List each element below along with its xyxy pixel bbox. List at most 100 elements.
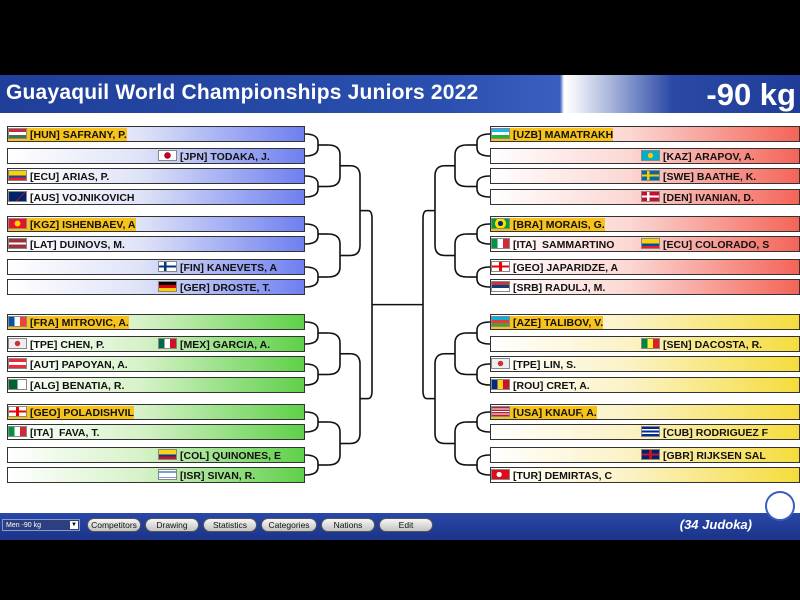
- competitor-name[interactable]: [KAZ]ARAPOV, A.: [641, 150, 754, 163]
- bracket-slot[interactable]: [BRA]MORAIS, G.: [490, 216, 800, 232]
- bracket-slot[interactable]: [SEN]DACOSTA, R.: [490, 336, 800, 352]
- athlete-name: ARIAS, P.: [62, 171, 110, 183]
- athlete-name: POLADISHVIL: [63, 407, 134, 419]
- bracket-line: [304, 223, 319, 245]
- competitor-name[interactable]: [GBR]RIJKSEN SAL: [641, 449, 766, 462]
- country-code: [BRA]: [513, 219, 543, 231]
- edit-button[interactable]: Edit: [379, 518, 433, 532]
- competitor-name[interactable]: [TPE]CHEN, P.: [8, 338, 105, 351]
- aus-flag-icon: [8, 191, 27, 202]
- bracket-slot[interactable]: [ALG]BENATIA, R.: [7, 377, 305, 393]
- bracket-slot[interactable]: [AZE]TALIBOV, V.: [490, 314, 800, 330]
- bracket-slot[interactable]: [COL]QUINONES, E: [7, 447, 305, 463]
- bracket-line: [454, 233, 468, 278]
- competitor-name[interactable]: [KGZ]ISHENBAEV, A: [8, 218, 136, 231]
- bracket-slot[interactable]: [HUN]SAFRANY, P.: [7, 126, 305, 142]
- bracket-line: [476, 133, 491, 157]
- bracket-slot[interactable]: [ITA] SAMMARTINO [ECU]COLORADO, S: [490, 236, 800, 252]
- athlete-name: DEMIRTAS, C: [544, 470, 613, 482]
- bracket-slot[interactable]: [JPN]TODAKA, J.: [7, 148, 305, 164]
- competitor-name[interactable]: [SEN]DACOSTA, R.: [641, 338, 762, 351]
- competitor-name[interactable]: [LAT]DUINOVS, M.: [8, 238, 125, 251]
- drawing-button[interactable]: Drawing: [145, 518, 199, 532]
- bracket-slot[interactable]: [DEN]IVANIAN, D.: [490, 189, 800, 205]
- country-code: [MEX]: [180, 339, 210, 351]
- mex-flag-icon: [158, 338, 177, 349]
- competitor-name[interactable]: [AUS]VOJNIKOVICH: [8, 191, 135, 204]
- competitor-name[interactable]: [MEX]GARCIA, A.: [158, 338, 270, 351]
- bracket-slot[interactable]: [ISR]SIVAN, R.: [7, 467, 305, 483]
- bracket-slot[interactable]: [KGZ]ISHENBAEV, A: [7, 216, 305, 232]
- statistics-button[interactable]: Statistics: [203, 518, 257, 532]
- competitor-name[interactable]: [USA]KNAUF, A.: [491, 406, 597, 419]
- competitor-name[interactable]: [TPE]LIN, S.: [491, 358, 576, 371]
- bracket-line: [304, 321, 319, 345]
- competitor-name[interactable]: [FIN]KANEVETS, A: [158, 261, 277, 274]
- col-flag-icon: [158, 449, 177, 460]
- competitor-name[interactable]: [AZE]TALIBOV, V.: [491, 316, 604, 329]
- bracket-slot[interactable]: [AUS]VOJNIKOVICH: [7, 189, 305, 205]
- bracket-slot[interactable]: [UZB]MAMATRAKH: [490, 126, 800, 142]
- nations-button[interactable]: Nations: [321, 518, 375, 532]
- competitor-name[interactable]: [ALG]BENATIA, R.: [8, 379, 124, 392]
- athlete-name: CHEN, P.: [60, 339, 105, 351]
- bracket-slot[interactable]: [GER]DROSTE, T.: [7, 279, 305, 295]
- bracket-slot[interactable]: [SWE]BAATHE, K.: [490, 168, 800, 184]
- competitor-name[interactable]: [ITA] FAVA, T.: [8, 426, 100, 439]
- bracket-slot[interactable]: [LAT]DUINOVS, M.: [7, 236, 305, 252]
- bracket-slot[interactable]: [TPE]CHEN, P. [MEX]GARCIA, A.: [7, 336, 305, 352]
- category-select[interactable]: Men -90 kg ▼: [2, 519, 80, 531]
- categories-button[interactable]: Categories: [261, 518, 317, 532]
- competitor-name[interactable]: [ECU]ARIAS, P.: [8, 170, 109, 183]
- competitor-name[interactable]: [GEO]POLADISHVIL: [8, 406, 134, 419]
- competitor-name[interactable]: [JPN]TODAKA, J.: [158, 150, 270, 163]
- competitor-name[interactable]: [BRA]MORAIS, G.: [491, 218, 605, 231]
- competitor-name[interactable]: [TUR]DEMIRTAS, C: [491, 469, 612, 482]
- bracket-slot[interactable]: [FRA]MITROVIC, A.: [7, 314, 305, 330]
- athlete-name: LIN, S.: [543, 359, 577, 371]
- competitor-name[interactable]: [GER]DROSTE, T.: [158, 281, 271, 294]
- bracket-slot[interactable]: [ECU]ARIAS, P.: [7, 168, 305, 184]
- bracket-slot[interactable]: [AUT]PAPOYAN, A.: [7, 356, 305, 372]
- bracket-slot[interactable]: [SRB]RADULJ, M.: [490, 279, 800, 295]
- bracket-line: [476, 363, 491, 386]
- event-title: Guayaquil World Championships Juniors 20…: [6, 81, 479, 104]
- bracket-line: [454, 421, 468, 466]
- competitors-button[interactable]: Competitors: [87, 518, 141, 532]
- athlete-name: DACOSTA, R.: [694, 339, 763, 351]
- competitor-name[interactable]: [FRA]MITROVIC, A.: [8, 316, 129, 329]
- bracket-slot[interactable]: [GEO]POLADISHVIL: [7, 404, 305, 420]
- competitor-name[interactable]: [DEN]IVANIAN, D.: [641, 191, 754, 204]
- athlete-name: JAPARIDZE, A: [546, 262, 619, 274]
- competitor-name[interactable]: [SRB]RADULJ, M.: [491, 281, 605, 294]
- bracket-slot[interactable]: [KAZ]ARAPOV, A.: [490, 148, 800, 164]
- geo-flag-icon: [8, 406, 27, 417]
- bracket-slot[interactable]: [CUB]RODRIGUEZ F: [490, 424, 800, 440]
- athlete-name: MORAIS, G.: [545, 219, 605, 231]
- bracket-slot[interactable]: [GBR]RIJKSEN SAL: [490, 447, 800, 463]
- competitor-name[interactable]: [HUN]SAFRANY, P.: [8, 128, 127, 141]
- competitor-name[interactable]: [ITA] SAMMARTINO: [491, 238, 614, 251]
- bracket-slot[interactable]: [TPE]LIN, S.: [490, 356, 800, 372]
- bracket-slot[interactable]: [USA]KNAUF, A.: [490, 404, 800, 420]
- competitor-name[interactable]: [AUT]PAPOYAN, A.: [8, 358, 128, 371]
- bracket-slot[interactable]: [ROU]CRET, A.: [490, 377, 800, 393]
- competitor-name[interactable]: [GEO]JAPARIDZE, A: [491, 261, 618, 274]
- competitor-name[interactable]: [COL]QUINONES, E: [158, 449, 281, 462]
- competitor-name[interactable]: [ECU]COLORADO, S: [641, 238, 769, 251]
- athlete-name: PAPOYAN, A.: [61, 359, 128, 371]
- bracket-slot[interactable]: [FIN]KANEVETS, A: [7, 259, 305, 275]
- competitor-name[interactable]: [ISR]SIVAN, R.: [158, 469, 255, 482]
- competitor-name[interactable]: [UZB]MAMATRAKH: [491, 128, 614, 141]
- country-code: [ITA]: [30, 427, 54, 439]
- country-code: [ITA]: [513, 239, 537, 251]
- bracket-slot[interactable]: [GEO]JAPARIDZE, A: [490, 259, 800, 275]
- athlete-name: MAMATRAKH: [544, 129, 614, 141]
- competitor-name[interactable]: [SWE]BAATHE, K.: [641, 170, 756, 183]
- bracket-line: [304, 363, 319, 386]
- bracket-slot[interactable]: [ITA] FAVA, T.: [7, 424, 305, 440]
- competitor-name[interactable]: [CUB]RODRIGUEZ F: [641, 426, 768, 439]
- competitor-name[interactable]: [ROU]CRET, A.: [491, 379, 590, 392]
- bracket-slot[interactable]: [TUR]DEMIRTAS, C: [490, 467, 800, 483]
- bracket-line: [476, 175, 491, 198]
